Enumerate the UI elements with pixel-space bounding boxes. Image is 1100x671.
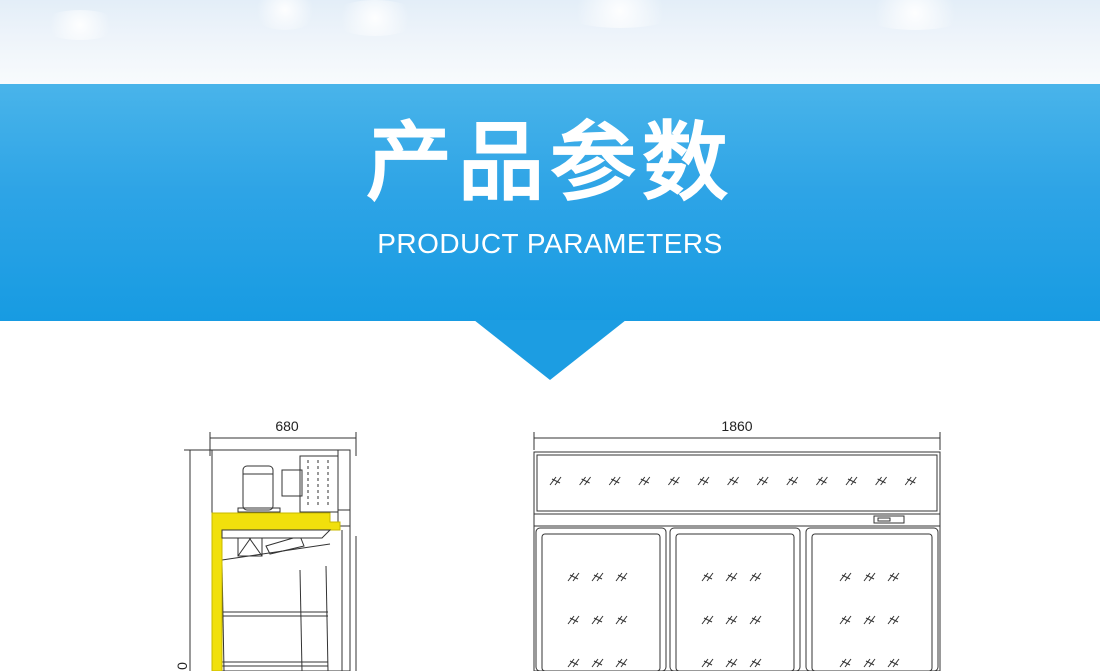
compressor (242, 465, 274, 511)
snowflake-decoration (560, 0, 680, 28)
compressor-base (237, 507, 281, 513)
front-cabinet-outline (533, 451, 941, 671)
door-glass-pane (811, 533, 933, 671)
shelf-support (325, 565, 329, 671)
glass-reflection-mark (863, 658, 876, 668)
glass-reflection-mark (904, 476, 917, 486)
glass-reflection-mark (749, 572, 762, 582)
glass-reflection-mark (549, 476, 562, 486)
down-arrow-icon (474, 320, 626, 380)
glass-reflection-mark (887, 572, 900, 582)
glass-reflection-mark (567, 615, 580, 625)
glass-reflection-mark (579, 476, 591, 486)
glass-door-3 (805, 527, 939, 671)
page-subtitle: PRODUCT PARAMETERS (377, 228, 723, 259)
glass-reflection-mark (725, 615, 738, 625)
side-cabinet-outline (211, 449, 351, 671)
air-duct (221, 543, 331, 561)
glass-reflection-mark (668, 476, 680, 486)
evaporator-cavity (221, 529, 332, 539)
glass-reflection-mark (863, 572, 876, 582)
glass-reflection-mark (701, 615, 714, 625)
snowflake-decoration (330, 0, 420, 36)
light-box (536, 454, 938, 512)
page-title: 产品参数 (366, 113, 734, 213)
glass-reflection-mark (725, 572, 738, 582)
header-banner (0, 84, 1100, 321)
technical-drawing: 680 1860 0 (174, 418, 941, 671)
glass-reflection-mark (887, 615, 900, 625)
front-view (533, 432, 941, 671)
glass-reflection-mark (701, 572, 714, 582)
glass-reflection-mark (615, 572, 628, 582)
glass-reflection-mark (697, 476, 710, 486)
glass-reflection-mark (567, 572, 580, 582)
glass-reflection-mark (591, 572, 604, 582)
glass-reflection-mark (863, 615, 876, 625)
glass-reflection-mark (887, 658, 900, 668)
glass-reflection-mark (591, 615, 604, 625)
front-width-label: 1860 (721, 418, 752, 434)
snowflake-decoration (860, 0, 970, 30)
glass-door-2 (669, 527, 801, 671)
insulation-layer (211, 512, 341, 671)
side-view (184, 432, 357, 671)
side-height-label: 0 (174, 662, 190, 670)
door-glass-pane (541, 533, 661, 671)
glass-reflection-mark (701, 658, 714, 668)
glass-reflection-mark (875, 476, 887, 486)
glass-reflection-mark (615, 658, 628, 668)
frost-background (0, 0, 1100, 84)
glass-reflection-mark (567, 658, 580, 668)
glass-reflection-mark (839, 572, 852, 582)
glass-reflection-mark (591, 658, 604, 668)
glass-reflection-mark (725, 658, 738, 668)
glass-door-1 (535, 527, 667, 671)
snowflake-decoration (40, 10, 120, 40)
condenser-coil (299, 455, 339, 513)
glass-reflection-mark (749, 615, 762, 625)
shelf-support (299, 569, 303, 671)
glass-reflection-mark (615, 615, 628, 625)
side-width-label: 680 (275, 418, 299, 434)
glass-reflections (549, 476, 917, 668)
snowflake-decoration (250, 0, 320, 30)
glass-reflection-mark (608, 476, 621, 486)
glass-reflection-mark (756, 476, 769, 486)
glass-reflection-mark (749, 658, 762, 668)
door-glass-pane (675, 533, 795, 671)
evaporator-fan (265, 535, 305, 555)
condenser-fan (281, 469, 303, 497)
glass-reflection-mark (786, 476, 799, 486)
glass-reflection-mark (816, 476, 828, 486)
thermostat-display (877, 517, 891, 522)
glass-reflection-mark (839, 658, 852, 668)
glass-reflection-mark (839, 615, 852, 625)
control-panel (873, 515, 905, 524)
door-hinge (337, 509, 351, 527)
glass-reflection-mark (638, 476, 651, 486)
glass-reflection-mark (845, 476, 858, 486)
glass-reflection-mark (727, 476, 739, 486)
